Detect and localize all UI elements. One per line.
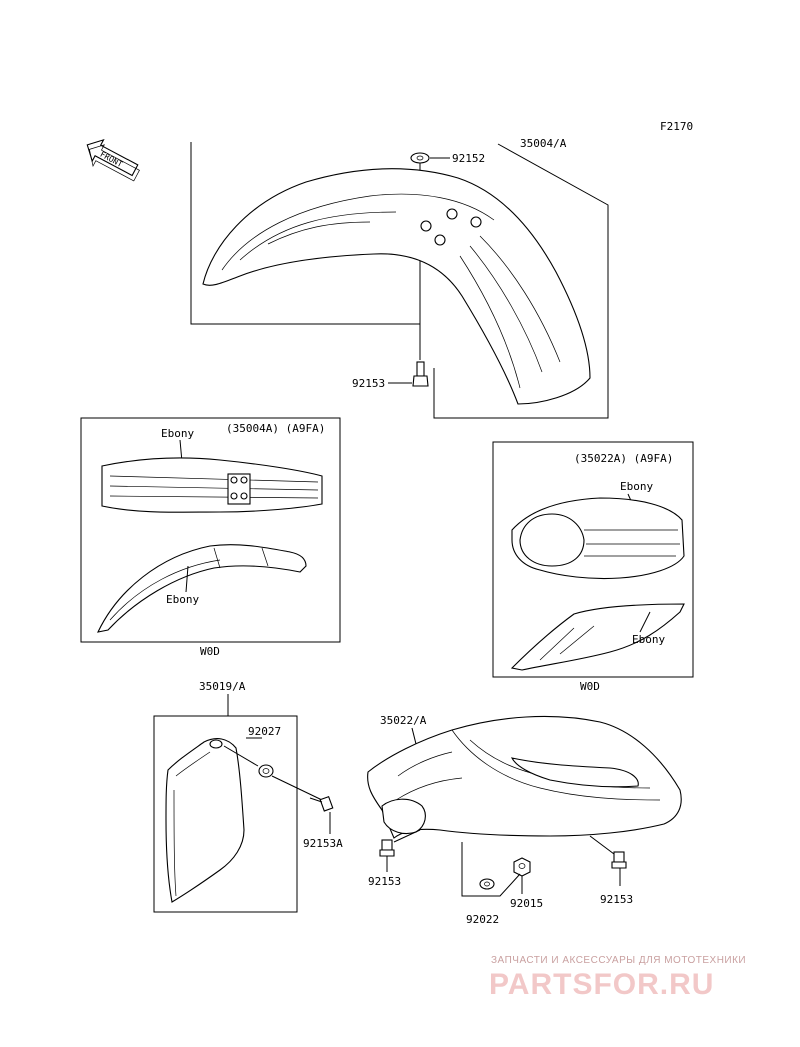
variant-box-front-fender: (35004A) (A9FA) Ebony Ebony W0D [80,417,341,658]
label-92153a: 92153A [303,837,343,850]
box2-ebony-top: Ebony [620,480,653,493]
front-arrow-icon: FRONT [86,138,140,182]
side-cover [165,738,245,903]
box2-ebony-bottom: Ebony [632,633,665,646]
bolt-92153-left [379,839,395,857]
label-92152: 92152 [452,152,485,165]
nut-92015 [513,857,531,877]
washer-92022 [479,878,495,890]
watermark-logo: PARTSFOR.RU [489,968,714,1001]
box1-ebony-top: Ebony [161,427,194,440]
label-35022a: 35022/A [380,714,427,727]
label-35004a: 35004/A [520,137,567,150]
bolt-92153-top [412,361,429,387]
label-35019a: 35019/A [199,680,246,693]
box2-title: (35022A) (A9FA) [574,452,673,465]
label-92022: 92022 [466,913,499,926]
watermark-tagline: ЗАПЧАСТИ И АКСЕССУАРЫ ДЛЯ МОТОТЕХНИКИ [491,955,746,966]
bolt-92153-right [611,851,627,869]
side-cover-assembly: 35019/A 92027 92153A [153,680,343,913]
bolt-92153a [309,795,334,812]
box1-ebony-bottom: Ebony [166,593,199,606]
variant-box-rear-fender: (35022A) (A9FA) Ebony Ebony W0D [492,441,694,693]
label-92027: 92027 [248,725,281,738]
box1-caption: W0D [200,645,220,658]
box1-title: (35004A) (A9FA) [226,422,325,435]
collar-92027 [258,764,274,778]
label-92153-left: 92153 [368,875,401,888]
front-fender [202,168,591,405]
washer-92152 [410,152,430,164]
box2-caption: W0D [580,680,600,693]
label-92015: 92015 [510,897,543,910]
label-92153-right: 92153 [600,893,633,906]
diagram-code: F2170 [660,120,693,133]
label-92153-top: 92153 [352,377,385,390]
front-fender-assembly: 35004/A 92152 92153 [190,137,609,419]
rear-fender-assembly: 35022/A 92153 92153 [367,714,682,926]
